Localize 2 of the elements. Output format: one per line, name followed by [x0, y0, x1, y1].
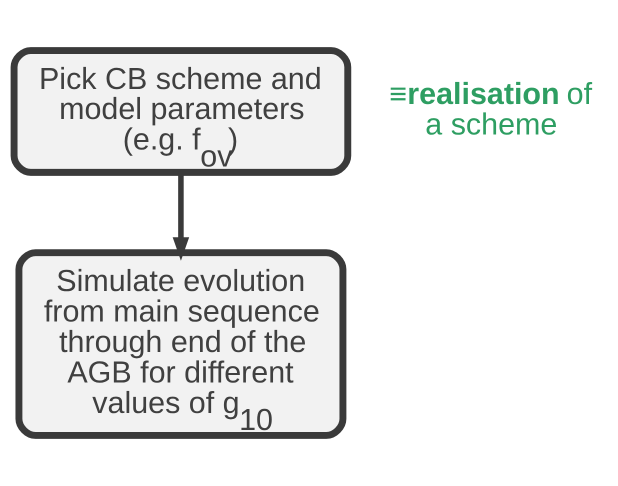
node-label: ≡realisation of a scheme [389, 76, 592, 142]
arrow [172, 172, 190, 261]
